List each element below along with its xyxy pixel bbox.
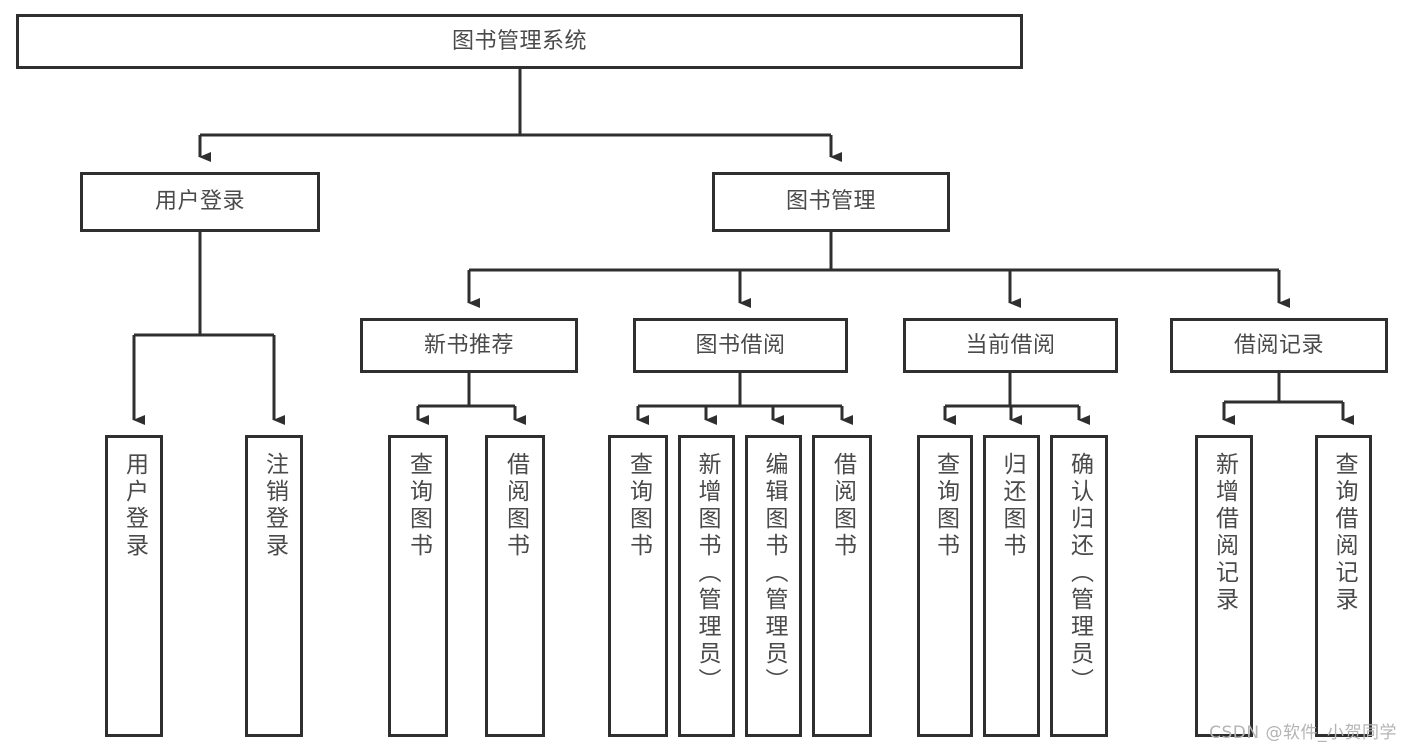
node-leaf-return-book[interactable]: 归还图书	[983, 435, 1040, 737]
node-label: 用户登录	[154, 189, 245, 215]
node-leaf-query-book-borrow[interactable]: 查询图书	[608, 435, 668, 737]
node-label: 查询图书	[625, 452, 652, 560]
node-leaf-confirm-return[interactable]: 确认归还（管理员）	[1050, 435, 1108, 737]
node-label: 借阅图书	[502, 452, 529, 560]
node-label: 借阅记录	[1233, 332, 1324, 358]
node-leaf-user-login[interactable]: 用户登录	[105, 435, 163, 737]
node-user-login[interactable]: 用户登录	[80, 172, 320, 232]
node-leaf-query-book-recommend[interactable]: 查询图书	[388, 435, 448, 737]
node-label: 注销登录	[261, 452, 288, 560]
node-leaf-query-book-current[interactable]: 查询图书	[917, 435, 973, 737]
node-leaf-query-borrow-record[interactable]: 查询借阅记录	[1315, 435, 1372, 737]
node-leaf-edit-book[interactable]: 编辑图书（管理员）	[745, 435, 802, 737]
node-label: 确认归还（管理员）	[1066, 452, 1093, 695]
node-label: 图书管理系统	[451, 28, 587, 54]
node-label: 图书管理	[785, 189, 876, 215]
node-label: 查询图书	[405, 452, 432, 560]
node-book-borrow[interactable]: 图书借阅	[633, 318, 848, 373]
node-current-borrow[interactable]: 当前借阅	[903, 318, 1118, 373]
node-label: 图书借阅	[695, 332, 786, 358]
node-leaf-add-book[interactable]: 新增图书（管理员）	[678, 435, 735, 737]
csdn-watermark: CSDN @软件_小贺同学	[1209, 723, 1397, 743]
node-label: 查询图书	[932, 452, 959, 560]
node-leaf-logout[interactable]: 注销登录	[245, 435, 303, 737]
node-leaf-borrow-book[interactable]: 借阅图书	[812, 435, 872, 737]
node-leaf-add-borrow-record[interactable]: 新增借阅记录	[1195, 435, 1253, 737]
node-label: 新书推荐	[423, 332, 514, 358]
node-label: 借阅图书	[829, 452, 856, 560]
node-leaf-borrow-book-recommend[interactable]: 借阅图书	[485, 435, 545, 737]
node-root-system[interactable]: 图书管理系统	[16, 14, 1023, 69]
node-label: 编辑图书（管理员）	[761, 452, 787, 695]
node-label: 新增图书（管理员）	[694, 452, 720, 695]
node-new-book-recommend[interactable]: 新书推荐	[360, 318, 578, 373]
node-book-management[interactable]: 图书管理	[712, 172, 950, 232]
node-label: 查询借阅记录	[1331, 452, 1357, 614]
node-label: 用户登录	[121, 452, 148, 560]
node-label: 归还图书	[999, 452, 1025, 560]
node-label: 当前借阅	[965, 332, 1056, 358]
node-label: 新增借阅记录	[1211, 452, 1238, 614]
node-borrow-record[interactable]: 借阅记录	[1170, 318, 1388, 373]
